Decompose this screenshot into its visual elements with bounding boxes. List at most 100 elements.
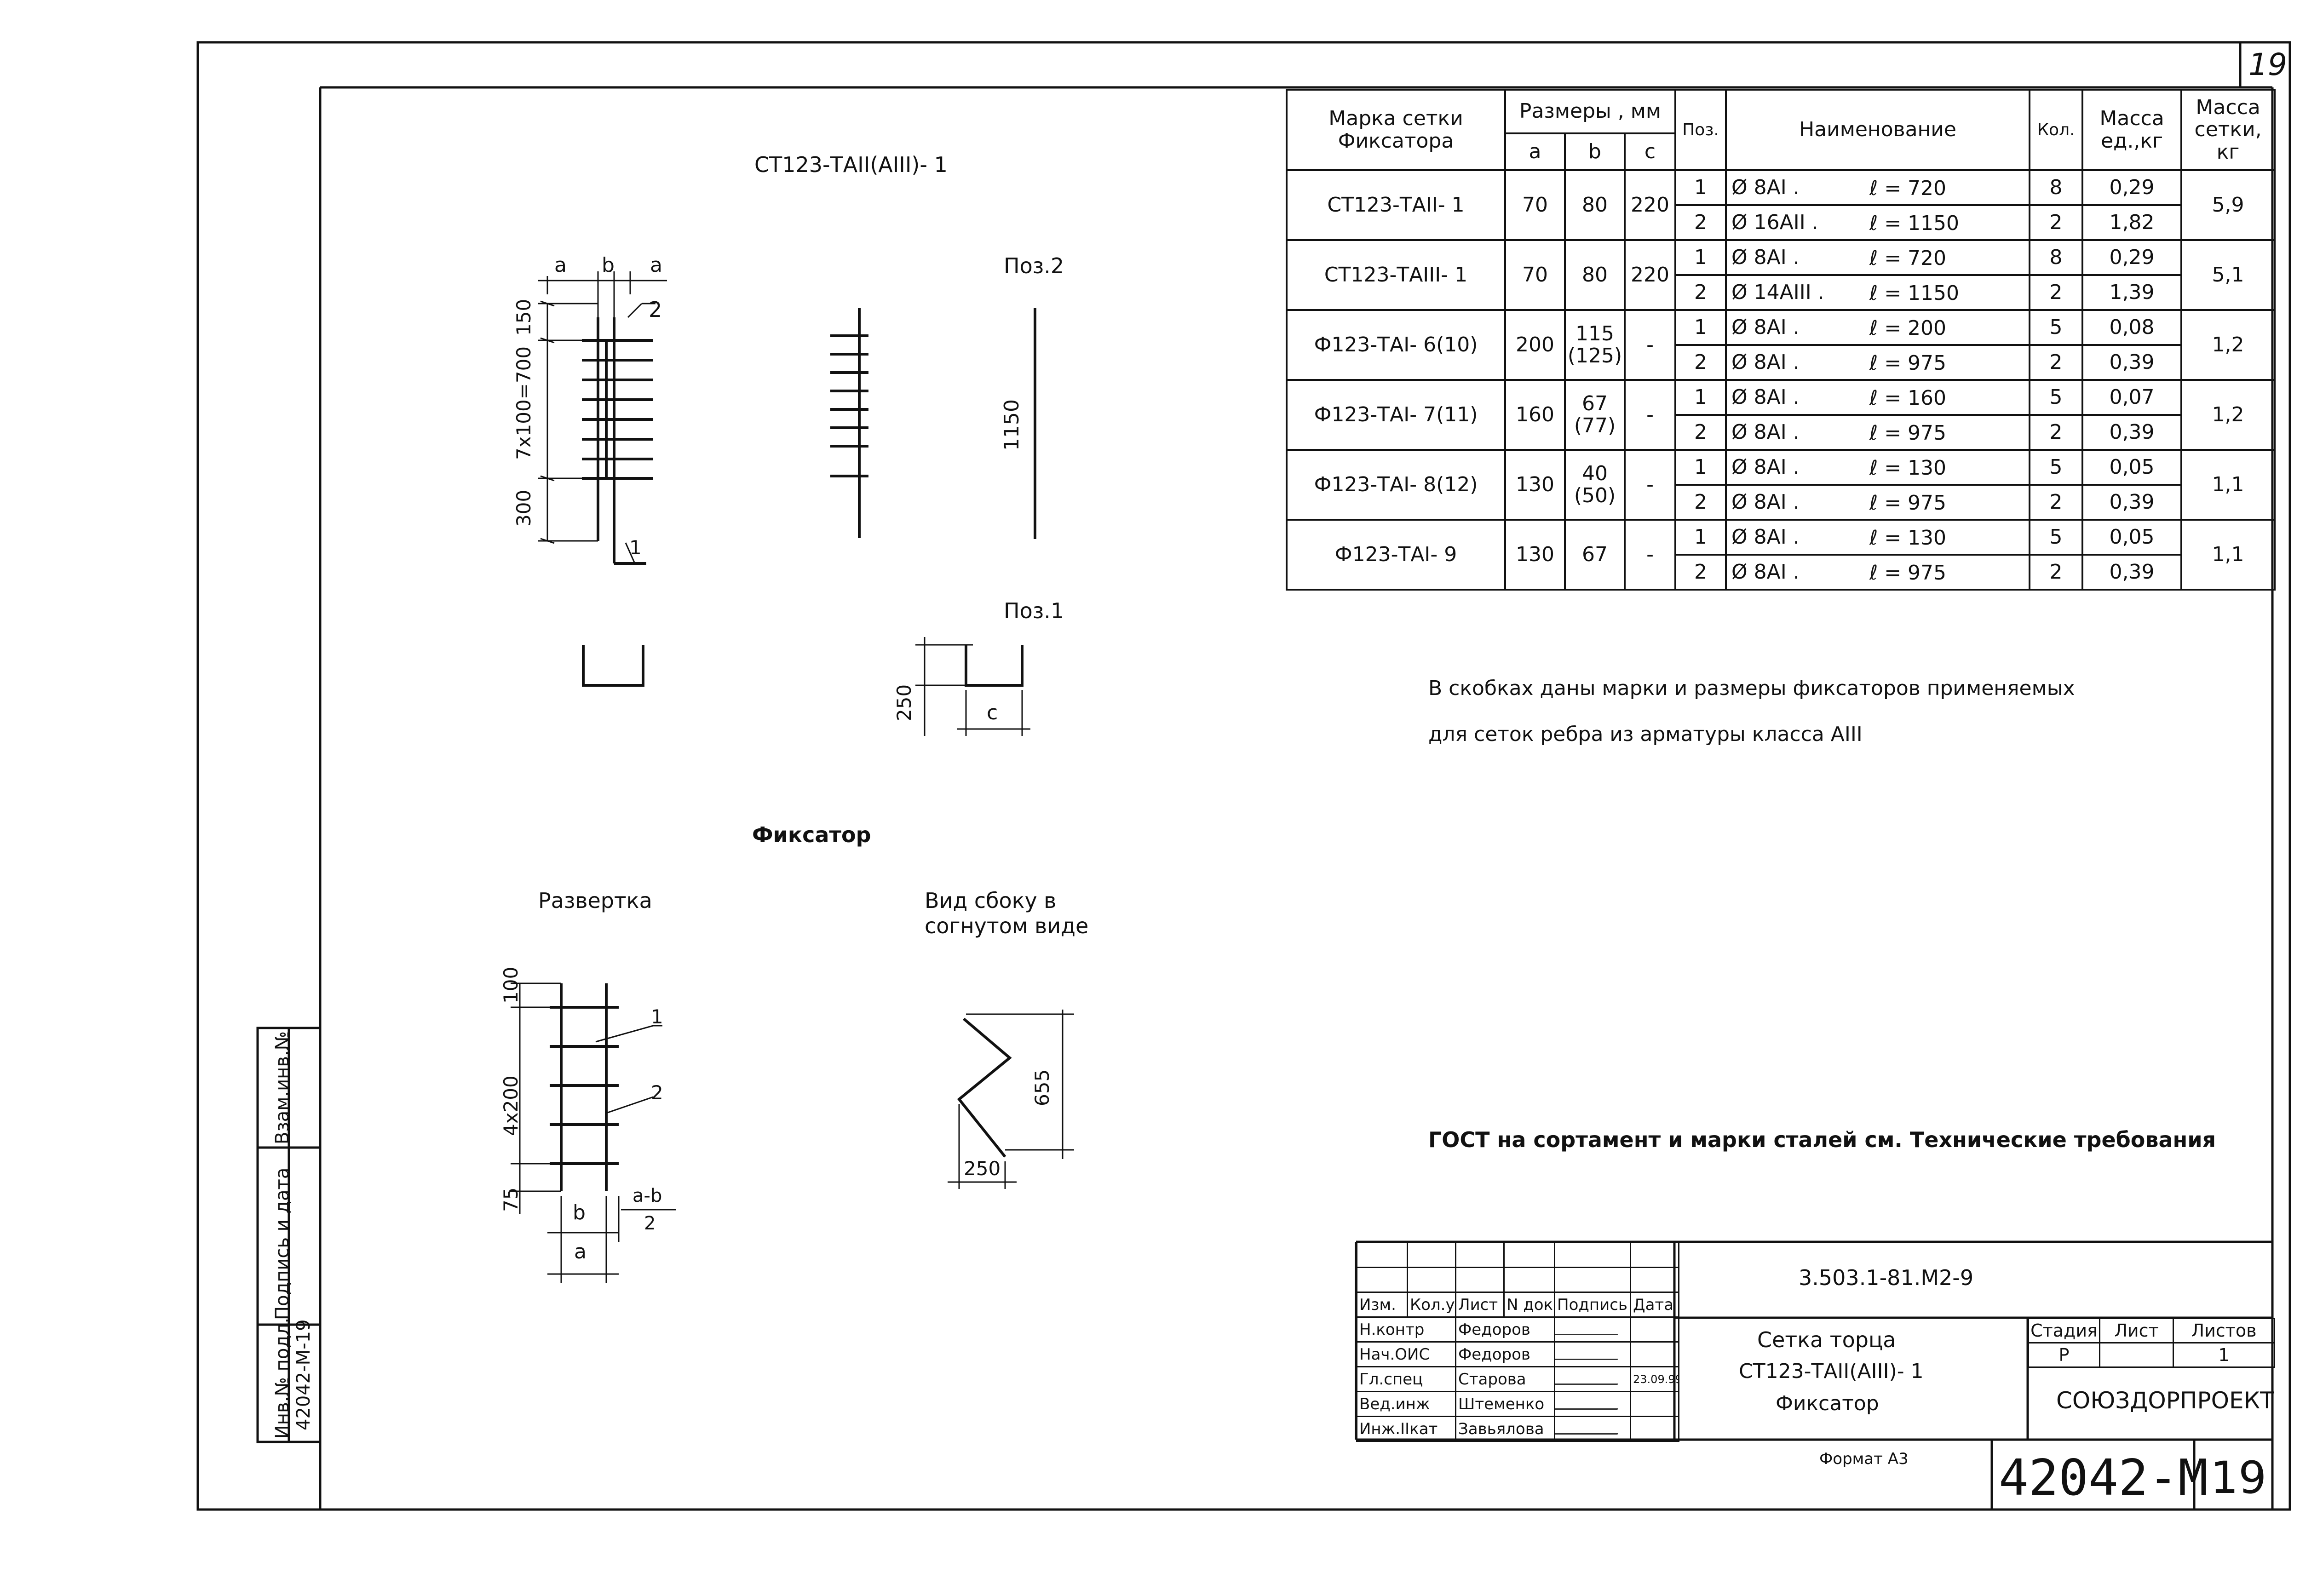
signature-icon xyxy=(1556,1419,1625,1435)
bottom-document-code: 42042-М xyxy=(1999,1449,2208,1507)
dim-label-b: b xyxy=(602,253,615,277)
cell-diameter: Ø 16АII . xyxy=(1731,210,1818,234)
cell-qty: 2 xyxy=(2029,554,2084,591)
stamp-name: Федоров xyxy=(1455,1316,1555,1343)
header-sizes: Размеры , мм xyxy=(1504,89,1677,134)
cell-qty: 2 xyxy=(2029,414,2084,451)
cell-diameter: Ø 8АI . xyxy=(1731,315,1800,339)
stamp-signature xyxy=(1554,1416,1631,1442)
organization-name: СОЮЗДОРПРОЕКТ xyxy=(2056,1387,2274,1414)
cell-mass-unit: 0,39 xyxy=(2082,554,2183,591)
cell-name: Ø 8АI .ℓ = 975 xyxy=(1725,344,2031,381)
stamp-col-header: N док xyxy=(1503,1292,1555,1318)
cell-mass-unit: 0,07 xyxy=(2082,379,2183,416)
cell-mass-net: 1,2 xyxy=(2180,309,2276,381)
cell-pos: 2 xyxy=(1674,274,1727,311)
cell-mark: СТ123-ТАIII- 1 xyxy=(1286,239,1506,311)
cell-mass-net: 5,1 xyxy=(2180,239,2276,311)
signature-icon xyxy=(1556,1344,1625,1360)
cell-length: ℓ = 160 xyxy=(1869,386,1947,410)
cell-diameter: Ø 8АI . xyxy=(1731,245,1800,269)
cell-a: 160 xyxy=(1504,379,1566,451)
cell-qty: 8 xyxy=(2029,169,2084,206)
dim-7x100: 7х100=700 xyxy=(512,346,535,460)
sheets-value: 1 xyxy=(2173,1342,2275,1368)
dim-c: c xyxy=(987,701,998,724)
header-name: Наименование xyxy=(1725,89,2031,171)
title-line-3: Фиксатор xyxy=(1776,1392,1879,1415)
dim-4x200: 4х200 xyxy=(500,1075,522,1136)
cell-mass-unit: 0,05 xyxy=(2082,449,2183,486)
header-qty: Кол. xyxy=(2029,89,2084,171)
cell-diameter: Ø 8АI . xyxy=(1731,560,1800,584)
dim-655: 655 xyxy=(1031,1069,1053,1106)
cell-mass-unit: 0,08 xyxy=(2082,309,2183,346)
cell-mass-unit: 0,39 xyxy=(2082,344,2183,381)
dim-300: 300 xyxy=(512,489,535,527)
title-line-1: Сетка торца xyxy=(1757,1327,1896,1352)
header-pos: Поз. xyxy=(1674,89,1727,171)
cell-b: 80 xyxy=(1564,239,1626,311)
cell-name: Ø 8АI .ℓ = 130 xyxy=(1725,449,2031,486)
cell-diameter: Ø 8АI . xyxy=(1731,490,1800,514)
cell-qty: 8 xyxy=(2029,239,2084,276)
cell-length: ℓ = 1150 xyxy=(1869,212,1960,235)
dim-label-a-right: a xyxy=(650,253,662,277)
stamp-col-header: Подпись xyxy=(1554,1292,1631,1318)
cell-diameter: Ø 8АI . xyxy=(1731,175,1800,199)
mesh-drawing xyxy=(582,317,653,565)
cell-a: 70 xyxy=(1504,239,1566,311)
cell-length: ℓ = 975 xyxy=(1869,491,1947,515)
stamp-date xyxy=(1630,1391,1679,1417)
header-c: c xyxy=(1623,132,1677,171)
cell-b: 40 (50) xyxy=(1564,449,1626,521)
cell-name: Ø 8АI .ℓ = 130 xyxy=(1725,519,2031,556)
stamp-col-header: Изм. xyxy=(1356,1292,1408,1318)
format-label: Формат А3 xyxy=(1819,1450,1909,1468)
mesh-dimensions xyxy=(538,271,667,564)
side-view-bent-bar xyxy=(957,1017,1012,1158)
razvertka-dimensions xyxy=(511,982,676,1283)
cell-name: Ø 8АI .ℓ = 200 xyxy=(1725,309,2031,346)
cell-mass-unit: 0,05 xyxy=(2082,519,2183,556)
note-gost: ГОСТ на сортамент и марки сталей см. Тех… xyxy=(1428,1127,2216,1152)
stage-header: Стадия xyxy=(2028,1318,2100,1343)
cell-pos: 2 xyxy=(1674,204,1727,241)
poz1-u-bar xyxy=(965,645,1024,687)
cell-a: 200 xyxy=(1504,309,1566,381)
dim-100: 100 xyxy=(500,966,522,1004)
cell-name: Ø 8АI .ℓ = 975 xyxy=(1725,414,2031,451)
dim-a-razvertka: a xyxy=(574,1240,586,1263)
cell-mass-unit: 0,39 xyxy=(2082,484,2183,521)
stamp-date xyxy=(1630,1416,1679,1442)
stamp-role: Вед.инж xyxy=(1356,1391,1456,1417)
cell-pos: 1 xyxy=(1674,449,1727,486)
cell-diameter: Ø 8АI . xyxy=(1731,420,1800,444)
poz2-ladder-drawing xyxy=(830,308,868,538)
cell-pos: 1 xyxy=(1674,309,1727,346)
cell-c: - xyxy=(1623,519,1677,591)
razvertka-drawing xyxy=(550,983,619,1191)
razvertka-callout-2: 2 xyxy=(651,1081,663,1104)
dim-label-a: a xyxy=(554,253,567,277)
cell-b: 67 xyxy=(1564,519,1626,591)
specification-table: Марка сетки Фиксатора Размеры , мм Поз. … xyxy=(1286,89,2276,591)
cell-mass-unit: 0,29 xyxy=(2082,239,2183,276)
cell-name: Ø 14АIII .ℓ = 1150 xyxy=(1725,274,2031,311)
cell-qty: 2 xyxy=(2029,204,2084,241)
stamp-signature xyxy=(1554,1316,1631,1343)
cell-mass-unit: 1,39 xyxy=(2082,274,2183,311)
poz2-label: Поз.2 xyxy=(1004,253,1064,278)
cell-name: Ø 8АI .ℓ = 975 xyxy=(1725,554,2031,591)
cell-qty: 2 xyxy=(2029,274,2084,311)
stamp-name: Штеменко xyxy=(1455,1391,1555,1417)
stamp-name: Федоров xyxy=(1455,1341,1555,1367)
cell-diameter: Ø 8АI . xyxy=(1731,455,1800,479)
